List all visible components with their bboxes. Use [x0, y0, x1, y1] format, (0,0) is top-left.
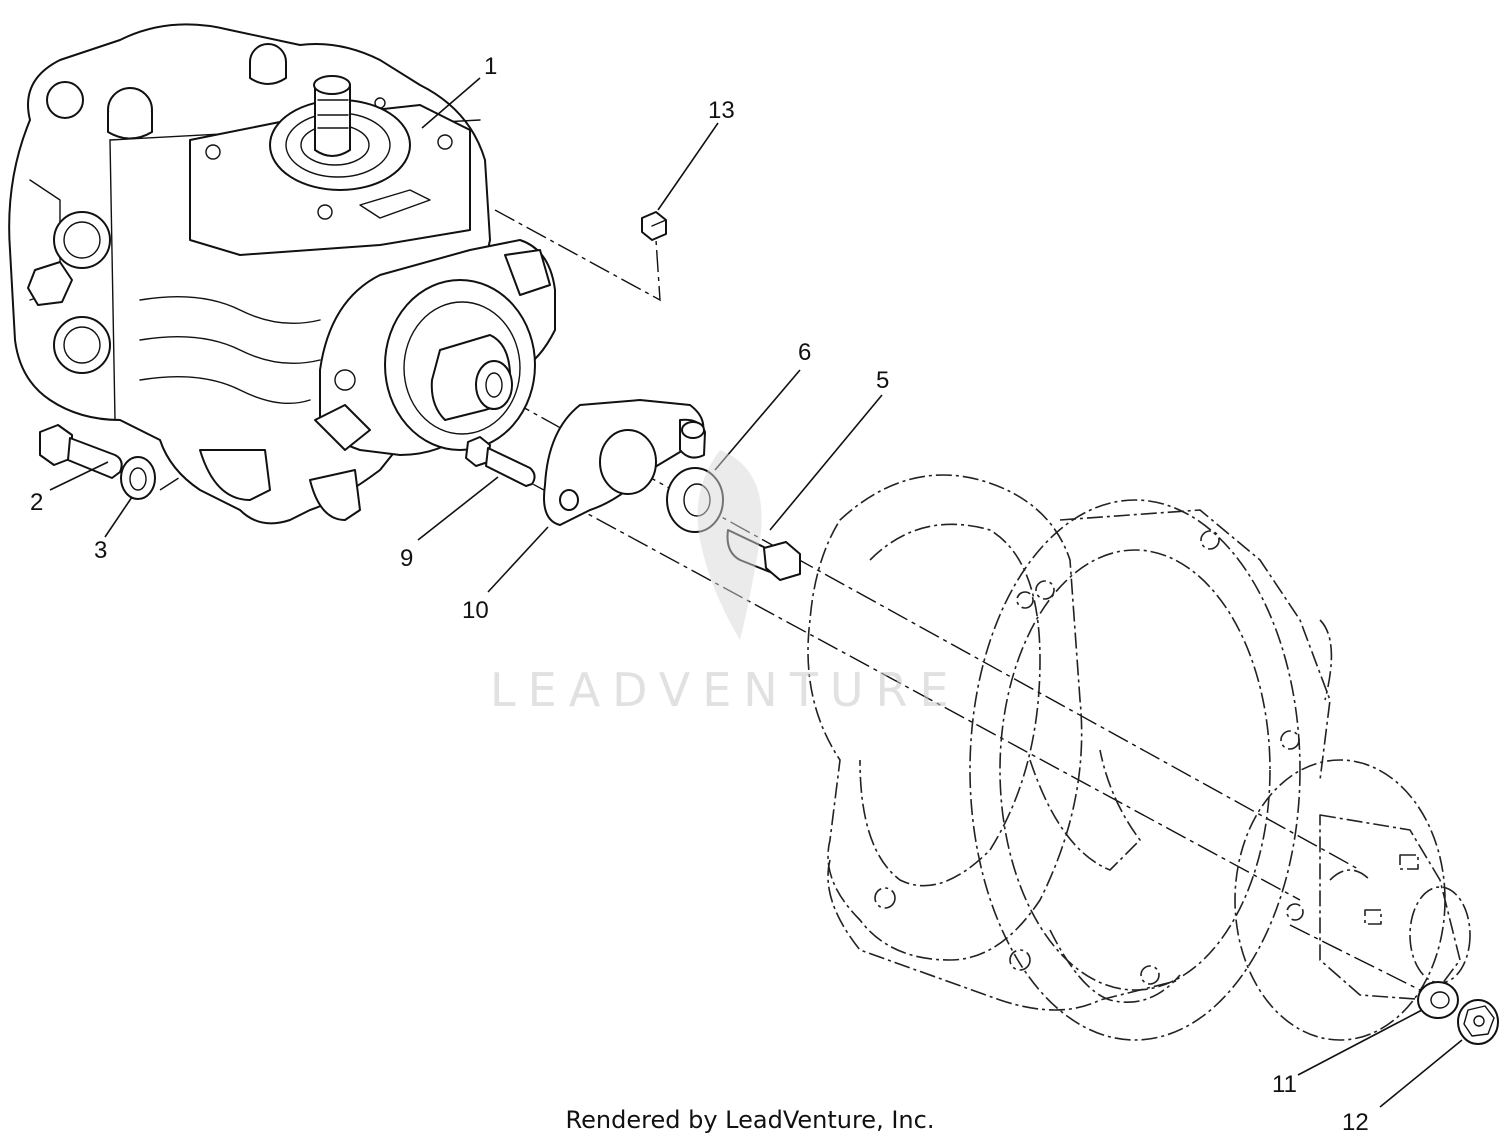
callout-3: 3	[94, 537, 107, 564]
washer-item-3	[120, 456, 156, 500]
watermark-logo-icon	[697, 450, 762, 640]
footer-credit: Rendered by LeadVenture, Inc.	[566, 1106, 935, 1134]
callout-numbers: 1 2 3 5 6 9 10 11 12 13	[30, 53, 1369, 1136]
watermark: LEADVENTURE	[490, 450, 961, 717]
washer-item-11	[1417, 981, 1459, 1019]
ghost-housing	[807, 474, 1333, 1041]
stud-item-9	[465, 436, 536, 487]
pump-flange	[314, 239, 556, 456]
callout-12: 12	[1342, 1109, 1369, 1136]
flange-nut-item-12	[1457, 999, 1499, 1045]
callout-11: 11	[1272, 1071, 1297, 1098]
callout-5: 5	[876, 367, 889, 394]
callout-13: 13	[708, 97, 735, 124]
callout-6: 6	[798, 339, 811, 366]
bracket-plate-item-10	[543, 399, 706, 526]
callout-2: 2	[30, 489, 43, 516]
key-item-13	[641, 211, 667, 241]
leader-lines	[49, 77, 1463, 1108]
bolt-item-2	[39, 424, 123, 479]
callout-10: 10	[462, 597, 489, 624]
watermark-text: LEADVENTURE	[490, 663, 961, 717]
callout-1: 1	[484, 53, 497, 80]
callout-9: 9	[400, 545, 413, 572]
